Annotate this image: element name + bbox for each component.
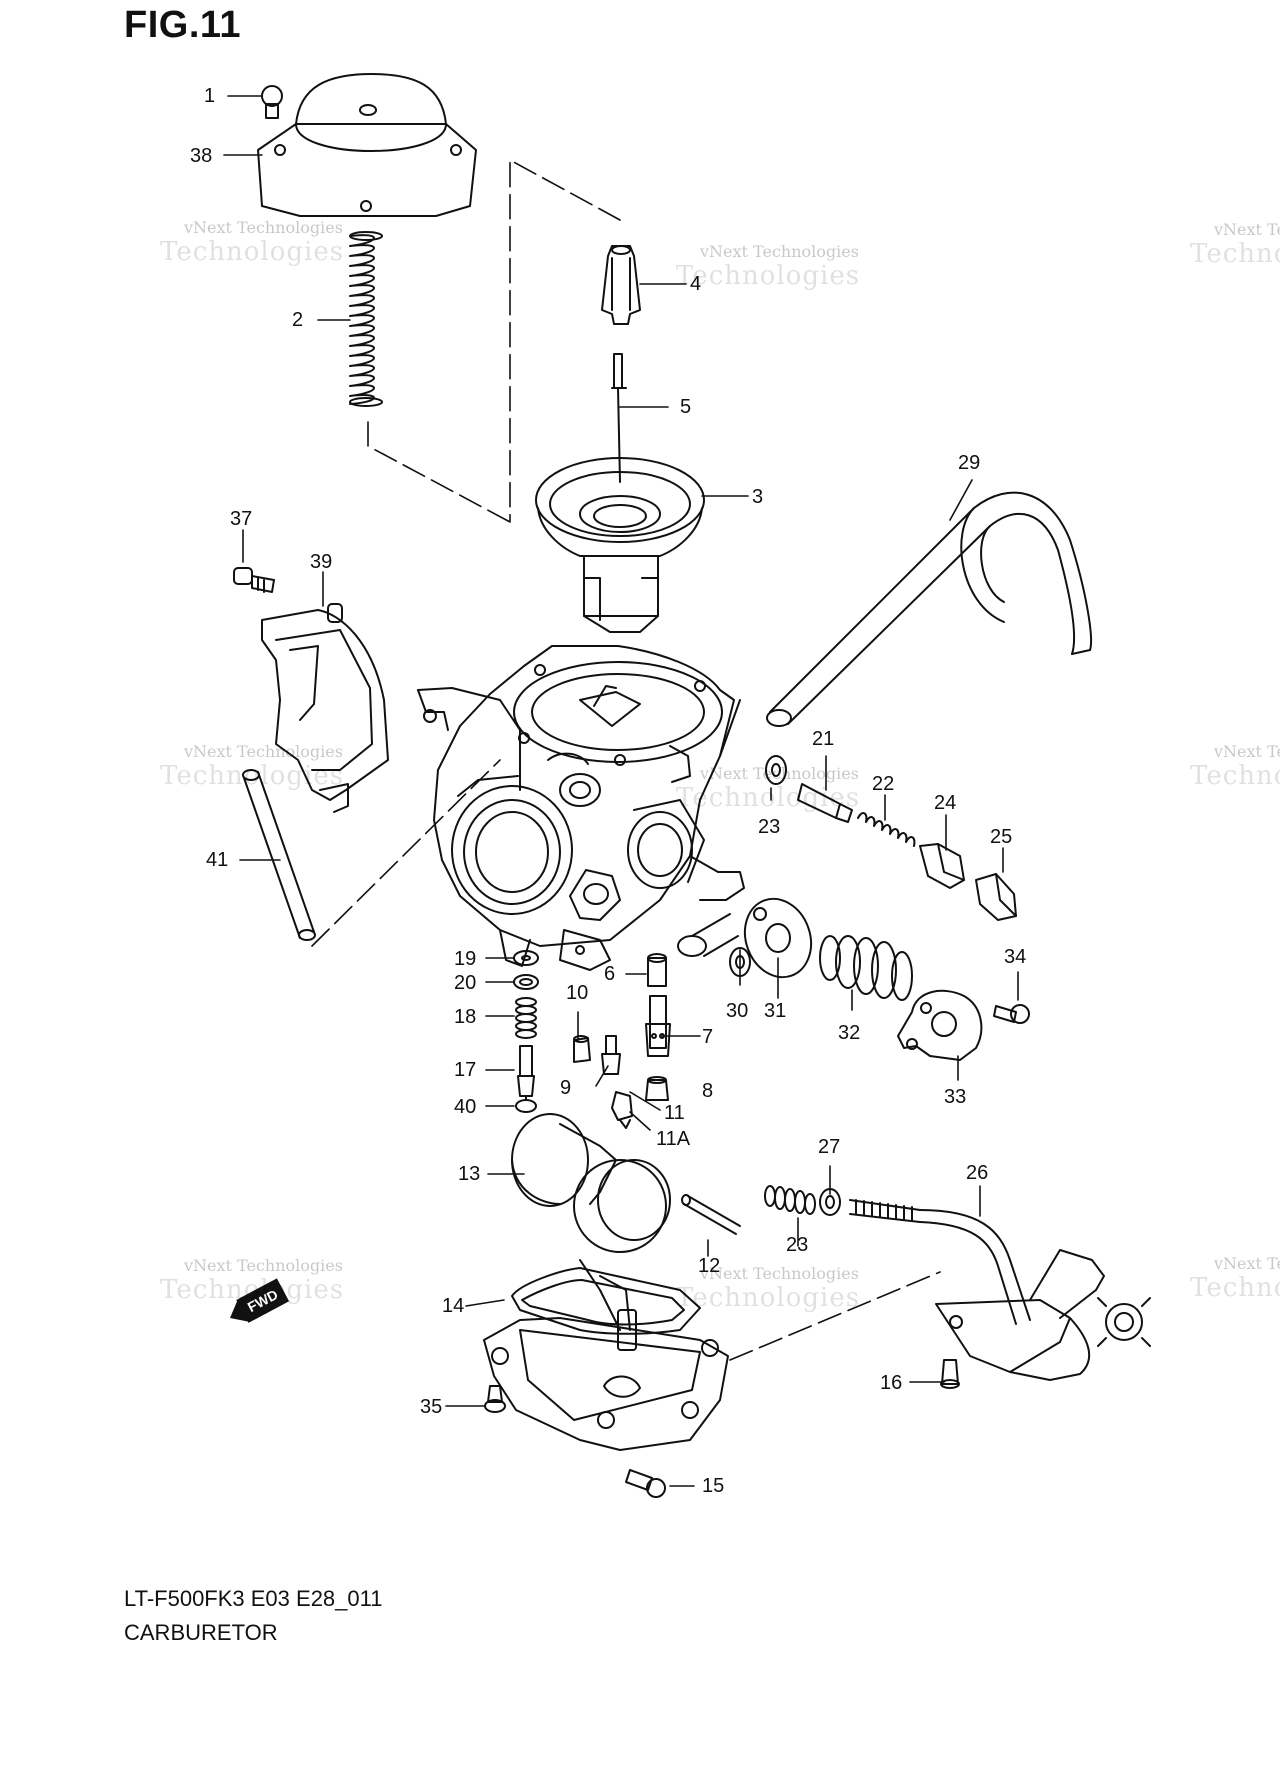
callout-41: 41 bbox=[206, 849, 229, 871]
callout-11: 11 bbox=[664, 1102, 685, 1124]
callout-39: 39 bbox=[310, 551, 333, 573]
callout-11a: 11A bbox=[656, 1128, 691, 1150]
callout-9: 9 bbox=[560, 1077, 572, 1099]
part-30-o-ring bbox=[729, 947, 751, 977]
part-35-screw bbox=[484, 1385, 506, 1413]
part-17-pilot-screw bbox=[517, 1045, 535, 1101]
callout-33: 33 bbox=[944, 1086, 967, 1108]
callout-1: 1 bbox=[204, 85, 216, 107]
leader-lines bbox=[223, 95, 1019, 1487]
float-chamber bbox=[483, 1259, 729, 1451]
part-27-washer bbox=[819, 1188, 841, 1216]
callout-2: 2 bbox=[292, 309, 304, 331]
callout-22: 22 bbox=[872, 773, 895, 795]
part-34-screw bbox=[993, 1004, 1030, 1024]
part-18-spring bbox=[515, 997, 537, 1039]
callout-25: 25 bbox=[990, 826, 1013, 848]
part-23-spring-lower bbox=[764, 1185, 816, 1215]
part-4-needle-retainer bbox=[601, 245, 641, 325]
part-26-drain-screw-assembly bbox=[849, 1199, 1151, 1381]
figure-title: FIG.11 bbox=[124, 4, 242, 46]
part-20-o-ring bbox=[513, 974, 539, 990]
callout-37: 37 bbox=[230, 508, 253, 530]
callout-35: 35 bbox=[420, 1396, 443, 1418]
callout-10: 10 bbox=[566, 982, 589, 1004]
callout-8: 8 bbox=[702, 1080, 714, 1102]
callout-5: 5 bbox=[680, 396, 692, 418]
callout-29: 29 bbox=[958, 452, 981, 474]
part-9-pilot-jet bbox=[601, 1035, 621, 1075]
diagram-caption: CARBURETOR bbox=[124, 1620, 278, 1645]
part-11-float-valve bbox=[611, 1091, 633, 1129]
callout-20: 20 bbox=[454, 972, 477, 994]
callout-3: 3 bbox=[752, 486, 764, 508]
callout-17: 17 bbox=[454, 1059, 477, 1081]
part-40-seal bbox=[515, 1099, 537, 1113]
part-12-float-pin bbox=[681, 1194, 741, 1235]
callout-38: 38 bbox=[190, 145, 213, 167]
part-1-screw bbox=[261, 85, 283, 119]
callout-18: 18 bbox=[454, 1006, 477, 1028]
callout-26: 26 bbox=[966, 1162, 989, 1184]
part-24-plug bbox=[919, 843, 965, 889]
callout-32: 32 bbox=[838, 1022, 861, 1044]
callout-31: 31 bbox=[764, 1000, 787, 1022]
callout-13: 13 bbox=[458, 1163, 481, 1185]
part-38-top-cover bbox=[257, 73, 477, 217]
part-25-cap bbox=[975, 873, 1017, 921]
part-6-needle-jet-top bbox=[647, 953, 667, 987]
part-13-float bbox=[511, 1113, 671, 1253]
callout-34: 34 bbox=[1004, 946, 1027, 968]
callout-6: 6 bbox=[604, 963, 616, 985]
part-8-jet-holder bbox=[645, 1076, 669, 1101]
callout-40: 40 bbox=[454, 1096, 477, 1118]
part-15-screw bbox=[625, 1469, 666, 1498]
part-37-screw bbox=[233, 567, 275, 593]
callout-16: 16 bbox=[880, 1372, 903, 1394]
part-39-bracket bbox=[261, 603, 389, 813]
callout-12: 12 bbox=[698, 1255, 721, 1277]
part-31-diaphragm bbox=[743, 897, 813, 979]
part-22-spring bbox=[857, 812, 916, 847]
part-3-diaphragm-piston bbox=[535, 457, 705, 633]
part-14-gasket bbox=[511, 1267, 701, 1335]
callout-19: 19 bbox=[454, 948, 477, 970]
callout-4: 4 bbox=[690, 273, 702, 295]
part-33-pump-cover bbox=[897, 989, 983, 1061]
part-7-needle-jet bbox=[645, 995, 671, 1057]
part-23-o-ring-upper bbox=[765, 755, 787, 785]
callout-23-upper: 23 bbox=[758, 816, 781, 838]
callout-14: 14 bbox=[442, 1295, 465, 1317]
part-2-spring bbox=[349, 231, 383, 407]
part-10-main-jet bbox=[573, 1035, 591, 1063]
part-41-rod bbox=[242, 769, 316, 941]
carburetor-body bbox=[417, 645, 745, 971]
callout-21: 21 bbox=[812, 728, 835, 750]
callout-7: 7 bbox=[702, 1026, 714, 1048]
model-code: LT-F500FK3 E03 E28_011 bbox=[124, 1586, 383, 1611]
callout-27: 27 bbox=[818, 1136, 841, 1158]
callout-24: 24 bbox=[934, 792, 957, 814]
callout-15: 15 bbox=[702, 1475, 725, 1497]
part-5-jet-needle bbox=[611, 353, 627, 483]
part-21-air-screw bbox=[797, 783, 853, 823]
part-16-screw bbox=[940, 1359, 960, 1389]
assembly-guides bbox=[311, 159, 941, 1361]
part-32-spring bbox=[819, 935, 913, 1001]
part-29-vent-hose bbox=[766, 491, 1093, 727]
callout-23-lower: 23 bbox=[786, 1234, 809, 1256]
part-19-washer bbox=[513, 950, 539, 966]
callout-30: 30 bbox=[726, 1000, 749, 1022]
